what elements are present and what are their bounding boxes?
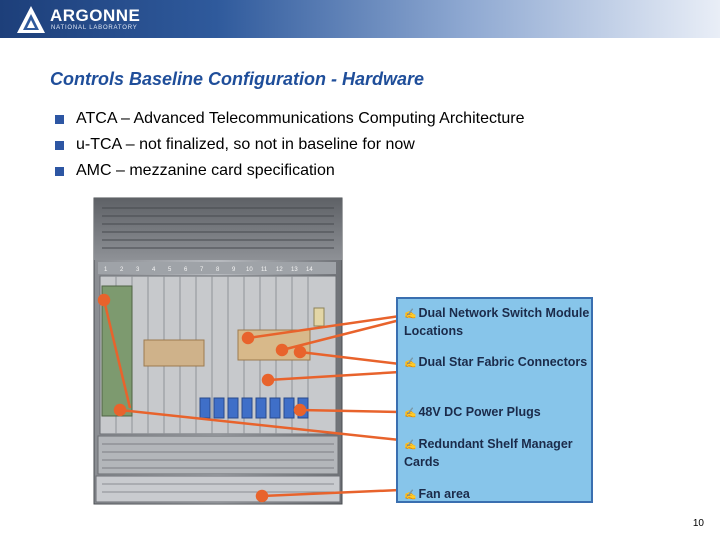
logo-wordmark: ARGONNE <box>50 6 141 25</box>
callout-item: ✍Dual Star Fabric Connectors <box>404 354 590 372</box>
page-number: 10 <box>692 518 704 529</box>
header-band: ARGONNE NATIONAL LABORATORY <box>0 0 720 38</box>
slot-number-label: 4 <box>152 267 156 273</box>
argonne-logo-mark-icon <box>17 6 45 33</box>
writing-hand-icon: ✍ <box>404 408 417 419</box>
backplane-connector <box>237 329 311 361</box>
callout-item: ✍48V DC Power Plugs <box>404 404 590 422</box>
callout-text: 48V DC Power Plugs <box>418 405 541 419</box>
bullet-item: AMC – mezzanine card specification <box>55 162 525 188</box>
square-bullet-icon <box>55 167 64 176</box>
callout-text: Fan area <box>418 487 470 501</box>
callout-text: Dual Network Switch Module Locations <box>404 306 590 338</box>
writing-hand-icon: ✍ <box>404 358 417 369</box>
slot-number-label: 13 <box>291 267 298 273</box>
slot-number-strip <box>98 262 336 274</box>
writing-hand-icon: ✍ <box>404 309 417 320</box>
slot-number-label: 11 <box>261 267 268 273</box>
slot-number-label: 10 <box>246 267 253 273</box>
bullet-item: u-TCA – not finalized, so not in baselin… <box>55 136 525 162</box>
slot-number-label: 8 <box>216 267 220 273</box>
callout-item: ✍Redundant Shelf Manager Cards <box>404 436 590 470</box>
slot-number-label: 2 <box>120 267 124 273</box>
slot-number-label: 12 <box>276 267 283 273</box>
bullet-list: ATCA – Advanced Telecommunications Compu… <box>55 110 525 188</box>
callout-text: Dual Star Fabric Connectors <box>418 355 588 369</box>
square-bullet-icon <box>55 115 64 124</box>
square-bullet-icon <box>55 141 64 150</box>
callout-text: Redundant Shelf Manager Cards <box>404 437 573 469</box>
bullet-item: ATCA – Advanced Telecommunications Compu… <box>55 110 525 136</box>
slide-title: Controls Baseline Configuration - Hardwa… <box>50 69 425 89</box>
bullet-text: ATCA – Advanced Telecommunications Compu… <box>76 110 525 127</box>
slot-number-label: 7 <box>200 267 204 273</box>
slot-number-label: 14 <box>306 267 313 273</box>
bottom-intake <box>95 475 341 503</box>
atca-chassis-illustration: 1 2 3 4 5 6 7 8 9 10 11 12 13 14 <box>93 197 343 505</box>
vent-lines <box>102 207 334 249</box>
callout-box: ✍Dual Network Switch Module Locations ✍D… <box>396 297 593 503</box>
logo-subtitle: NATIONAL LABORATORY <box>51 25 138 31</box>
slot-number-labels: 1 2 3 4 5 6 7 8 9 10 11 12 13 14 <box>104 267 313 273</box>
callout-item: ✍Dual Network Switch Module Locations <box>404 305 590 339</box>
slot-number-label: 6 <box>184 267 188 273</box>
backplane-connector <box>143 339 205 367</box>
fan-grille <box>102 443 334 469</box>
writing-hand-icon: ✍ <box>404 440 417 451</box>
slot-number-label: 1 <box>104 267 108 273</box>
callout-item: ✍Fan area <box>404 486 590 504</box>
argonne-logo[interactable]: ARGONNE NATIONAL LABORATORY <box>16 4 176 36</box>
writing-hand-icon: ✍ <box>404 490 417 501</box>
chassis-handle <box>313 307 325 327</box>
bullet-text: AMC – mezzanine card specification <box>76 162 335 179</box>
slot-number-label: 3 <box>136 267 140 273</box>
bullet-text: u-TCA – not finalized, so not in baselin… <box>76 136 415 153</box>
slot-number-label: 5 <box>168 267 172 273</box>
slot-number-label: 9 <box>232 267 236 273</box>
chassis-top-vent <box>94 198 342 260</box>
shelf-manager-board <box>101 285 133 417</box>
